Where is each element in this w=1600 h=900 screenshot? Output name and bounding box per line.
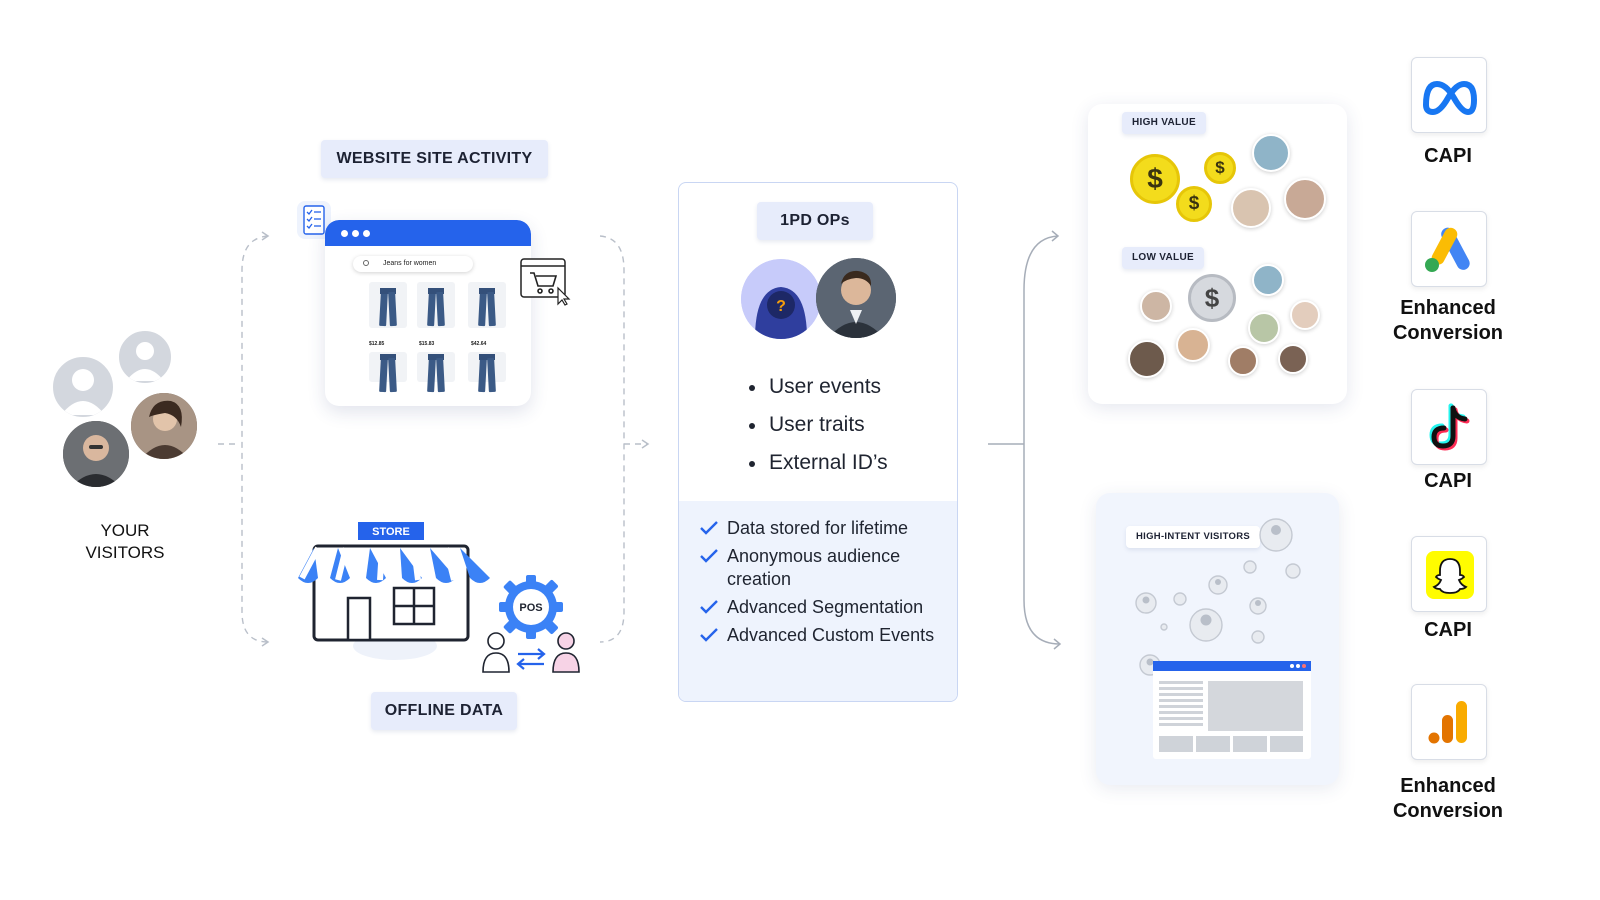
product-card	[468, 282, 506, 328]
svg-text:?: ?	[776, 298, 786, 315]
customer-avatar	[1248, 312, 1280, 344]
customer-exchange-icon	[480, 630, 584, 674]
high-intent-tag: HIGH-INTENT VISITORS	[1126, 526, 1261, 548]
pos-label: POS	[519, 602, 542, 614]
store-illustration: STORE	[290, 518, 500, 668]
website-activity-tag: WEBSITE SITE ACTIVITY	[321, 140, 548, 178]
platform-label: Enhanced Conversion	[1392, 775, 1504, 822]
checkmark-icon	[700, 521, 718, 535]
product-card	[417, 352, 455, 382]
product-card	[468, 352, 506, 382]
first-party-data-ops-card: 1PD OPs ? User events User traits Extern…	[678, 182, 958, 702]
pos-gear-icon: POS	[497, 575, 567, 641]
ops-features-list: User events User traits External ID’s	[749, 368, 888, 482]
customer-avatar	[1140, 290, 1172, 322]
list-item: Advanced Custom Events	[699, 624, 954, 647]
ops-benefits-panel	[679, 501, 957, 701]
visitors-label: YOUR VISITORS	[85, 521, 165, 562]
ops-benefits-list: Data stored for lifetime Anonymous audie…	[699, 517, 954, 652]
product-card	[369, 352, 407, 382]
platform-label: CAPI	[1424, 470, 1472, 492]
platform-card	[1411, 57, 1487, 133]
visitor-photo-avatar	[60, 418, 132, 490]
checkmark-icon	[700, 628, 718, 642]
identified-user-avatar	[816, 258, 896, 338]
anonymous-visitor-avatar	[116, 328, 174, 386]
checklist-icon	[296, 200, 332, 240]
list-item: User events	[749, 368, 888, 406]
platform-card	[1411, 211, 1487, 287]
website-browser-mockup: Jeans for women $12.85 $15.83 $42.64	[325, 220, 531, 406]
customer-avatar	[1231, 188, 1271, 228]
product-card	[417, 282, 455, 328]
dollar-coin-icon: $	[1188, 274, 1236, 322]
list-item: Data stored for lifetime	[699, 517, 954, 540]
customer-avatar	[1284, 178, 1326, 220]
customer-avatar	[1176, 328, 1210, 362]
anonymous-visitors-scatter	[1135, 518, 1311, 759]
platform-label: CAPI	[1424, 145, 1472, 167]
shopping-cart-icon	[520, 258, 572, 306]
product-search-field: Jeans for women	[353, 256, 473, 272]
checkmark-icon	[700, 600, 718, 614]
platform-card	[1411, 389, 1487, 465]
store-sign-label: STORE	[372, 526, 410, 538]
browser-title-bar	[325, 220, 531, 246]
customer-avatar	[1278, 344, 1308, 374]
platform-label: CAPI	[1424, 619, 1472, 641]
offline-data-tag: OFFLINE DATA	[371, 692, 517, 730]
tiktok-icon	[1429, 403, 1470, 451]
google-ads-icon	[1425, 227, 1470, 272]
dollar-coin-icon: $	[1204, 152, 1236, 184]
list-item: Anonymous audience creation	[699, 545, 954, 591]
snapchat-icon	[1426, 551, 1474, 599]
dollar-coin-icon: $	[1130, 154, 1180, 204]
customer-avatar	[1252, 264, 1284, 296]
list-item: User traits	[749, 406, 888, 444]
high-intent-visitors-card: HIGH-INTENT VISITORS	[1096, 493, 1339, 785]
search-icon	[363, 260, 369, 266]
product-card	[369, 282, 407, 328]
customer-avatar	[1252, 134, 1290, 172]
dollar-coin-icon: $	[1176, 186, 1212, 222]
platform-label: Enhanced Conversion	[1392, 297, 1504, 344]
customer-avatar	[1290, 300, 1320, 330]
platform-card	[1411, 536, 1487, 612]
checkmark-icon	[700, 549, 718, 563]
meta-icon	[1423, 81, 1477, 115]
value-audience-card: HIGH VALUE $ $ $ LOW VALUE $	[1088, 104, 1347, 404]
product-price: $15.83	[419, 341, 435, 347]
anonymous-visitor-avatar	[50, 354, 116, 420]
product-price: $12.85	[369, 341, 385, 347]
customer-avatar	[1128, 340, 1166, 378]
visitor-photo-avatar	[128, 390, 200, 462]
customer-avatar	[1228, 346, 1258, 376]
anonymous-hooded-user-avatar: ?	[741, 259, 821, 339]
ops-tag: 1PD OPs	[757, 202, 873, 240]
list-item: Advanced Segmentation	[699, 596, 954, 619]
platform-card	[1411, 684, 1487, 760]
google-analytics-icon	[1428, 701, 1467, 744]
list-item: External ID’s	[749, 444, 888, 482]
low-value-tag: LOW VALUE	[1122, 247, 1204, 269]
high-value-tag: HIGH VALUE	[1122, 112, 1206, 134]
product-price: $42.64	[471, 341, 487, 347]
